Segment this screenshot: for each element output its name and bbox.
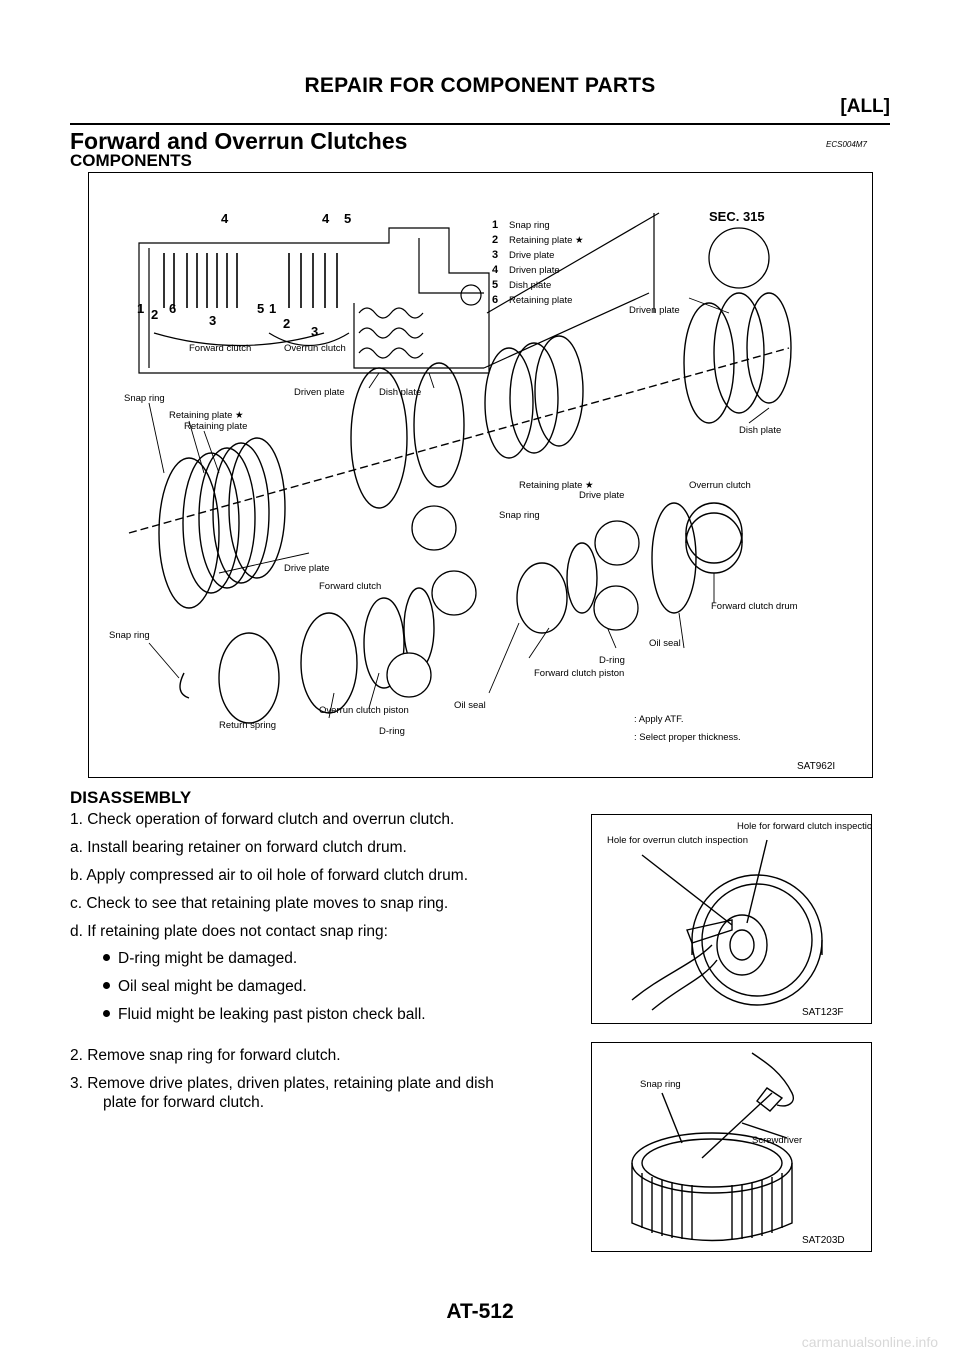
disassembly-heading: DISASSEMBLY [70,788,192,807]
section-code: ECS004M7 [826,140,867,149]
label-snap-ring-2: Snap ring [499,510,540,521]
bullet-item: Fluid might be leaking past piston check… [103,1006,426,1024]
label-forward-clutch-piston: Forward clutch piston [534,668,624,679]
label-snap-ring-1: Snap ring [124,393,165,404]
label-dish-plate: Dish plate [379,387,421,398]
legend-select-thickness: : Select proper thickness. [634,732,741,743]
label-driven-plate: Driven plate [294,387,345,398]
label-d-ring-right: D-ring [599,655,625,666]
step-1: 1. Check operation of forward clutch and… [70,811,455,828]
components-heading: COMPONENTS [70,151,192,170]
legend-item: Retaining plate [509,295,572,306]
svg-text:5: 5 [257,301,264,316]
label-retaining-plate-star-2: Retaining plate ★ [519,480,594,491]
svg-text:6: 6 [492,294,498,306]
sec-number: SEC. 315 [709,209,765,224]
label-driven-plate-right: Driven plate [629,305,680,316]
svg-text:1: 1 [269,301,276,316]
header-rule [70,123,890,125]
step-b: b. Apply compressed air to oil hole of f… [70,867,469,884]
step-c: c. Check to see that retaining plate mov… [70,895,449,912]
legend-item: Dish plate [509,280,551,291]
label-overrun-clutch: Overrun clutch [689,480,751,491]
label-retaining-plate-star: Retaining plate ★ [169,410,244,421]
legend-item: Driven plate [509,265,560,276]
components-figure: 4 4 5 1 2 6 3 5 1 2 3 Forward clutch Ove… [88,172,873,778]
figure2-code: SAT123F [802,1007,844,1018]
label-retaining-plate: Retaining plate [184,421,247,432]
svg-text:1: 1 [492,219,498,231]
legend-item: Snap ring [509,220,550,231]
label-oil-seal-right: Oil seal [649,638,681,649]
label-forward-hole: Hole for forward clutch inspection [737,821,871,832]
snap-ring-removal-figure: Snap ring Screwdriver SAT203D [591,1042,872,1252]
bullet-item: D-ring might be damaged. [103,950,297,968]
svg-text:3: 3 [492,249,498,261]
svg-text:4: 4 [492,264,499,276]
label-forward-clutch: Forward clutch [319,581,381,592]
legend: 1 2 3 4 5 6 Snap ring Retaining plate ★ … [492,219,584,306]
svg-text:4: 4 [221,211,229,226]
label-overrun-clutch-top: Overrun clutch [284,343,346,354]
legend-item: Retaining plate ★ [509,235,584,246]
svg-text:2: 2 [492,234,498,246]
step-2: 2. Remove snap ring for forward clutch. [70,1047,341,1064]
cross-section-drawing [138,212,660,374]
label-return-spring: Return spring [219,720,276,731]
svg-text:1: 1 [137,301,144,316]
callout-numbers: 4 4 5 1 2 6 3 5 1 2 3 [137,211,351,339]
svg-text:5: 5 [344,211,351,226]
detail-insets [386,227,770,698]
step-3: 3. Remove drive plates, driven plates, r… [70,1075,494,1092]
step-d: d. If retaining plate does not contact s… [70,923,388,940]
label-forward-clutch-top: Forward clutch [189,343,251,354]
figure-code: SAT962I [797,761,835,772]
label-dish-plate-right: Dish plate [739,425,781,436]
page-header-tag: [ALL] [840,96,890,117]
legend-item: Drive plate [509,250,554,261]
label-drive-plate: Drive plate [284,563,329,574]
svg-text:5: 5 [492,279,498,291]
inspection-holes-figure: Hole for overrun clutch inspection Hole … [591,814,872,1024]
label-oil-seal: Oil seal [454,700,486,711]
svg-text:3: 3 [209,313,216,328]
label-drive-plate-right: Drive plate [579,490,624,501]
label-snap-ring: Snap ring [640,1079,681,1090]
svg-text:2: 2 [151,307,158,322]
components-diagram: 4 4 5 1 2 6 3 5 1 2 3 Forward clutch Ove… [109,209,835,772]
legend-apply-atf: : Apply ATF. [634,714,683,725]
svg-text:4: 4 [322,211,330,226]
step-a: a. Install bearing retainer on forward c… [70,839,407,856]
svg-text:2: 2 [283,316,290,331]
figure3-code: SAT203D [802,1235,845,1246]
label-screwdriver: Screwdriver [752,1135,802,1146]
section-title: Forward and Overrun Clutches [70,128,408,154]
exploded-parts [128,292,792,724]
label-snap-ring-3: Snap ring [109,630,150,641]
watermark: carmanualsonline.info [801,1334,938,1350]
svg-text:6: 6 [169,301,176,316]
bullet-item: Oil seal might be damaged. [103,978,307,996]
label-overrun-clutch-piston: Overrun clutch piston [319,705,409,716]
page-number: AT-512 [446,1300,514,1323]
page-header-title: REPAIR FOR COMPONENT PARTS [304,74,656,97]
label-overrun-hole: Hole for overrun clutch inspection [607,835,748,846]
svg-text:3: 3 [311,324,318,339]
step-3-cont: plate for forward clutch. [103,1094,265,1111]
label-d-ring: D-ring [379,726,405,737]
label-forward-clutch-drum: Forward clutch drum [711,601,798,612]
